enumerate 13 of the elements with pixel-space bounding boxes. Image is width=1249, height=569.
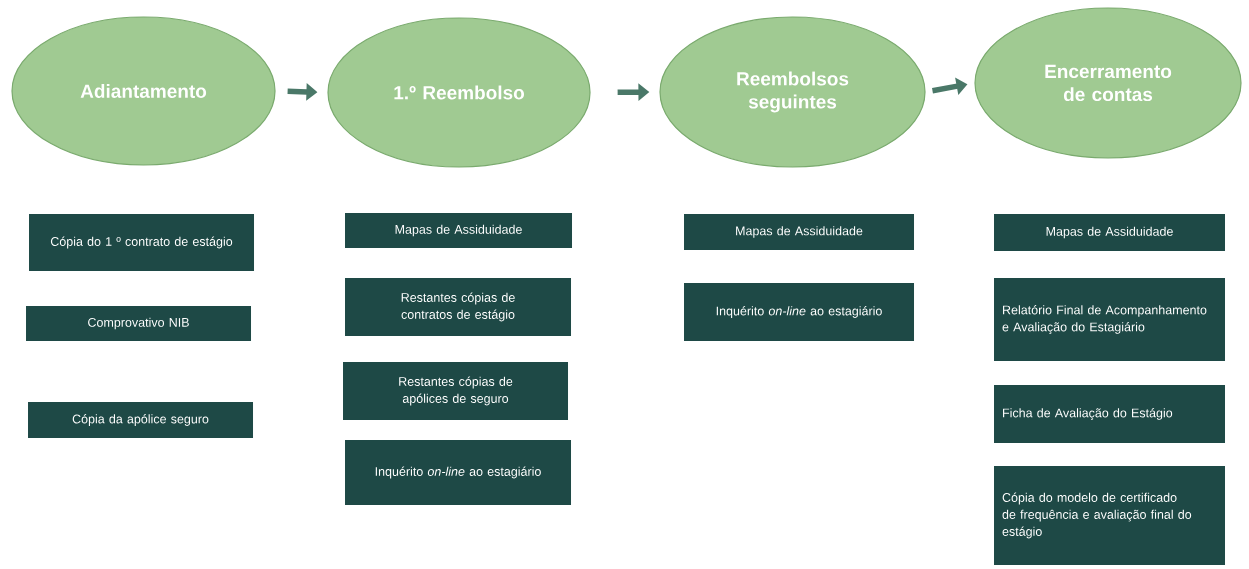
document-box: Cópia do 1 º contrato de estágio bbox=[29, 214, 254, 271]
document-box: Cópia da apólice seguro bbox=[28, 402, 253, 438]
document-box: Inquérito on-line ao estagiário bbox=[684, 283, 914, 341]
document-box: Restantes cópias de apólices de seguro bbox=[343, 362, 568, 420]
document-box: Comprovativo NIB bbox=[26, 306, 251, 341]
document-box: Mapas de Assiduidade bbox=[345, 213, 572, 248]
document-box: Ficha de Avaliação do Estágio bbox=[994, 385, 1225, 443]
document-box: Mapas de Assiduidade bbox=[684, 214, 914, 250]
document-box: Inquérito on-line ao estagiário bbox=[345, 440, 571, 505]
document-box: Cópia do modelo de certificado de frequência e avaliação final do estágio bbox=[994, 466, 1225, 565]
document-box: Mapas de Assiduidade bbox=[994, 214, 1225, 251]
document-box: Restantes cópias de contratos de estágio bbox=[345, 278, 571, 336]
document-box: Relatório Final de Acompanhamento e Avaliação do Estagiário bbox=[994, 278, 1225, 361]
